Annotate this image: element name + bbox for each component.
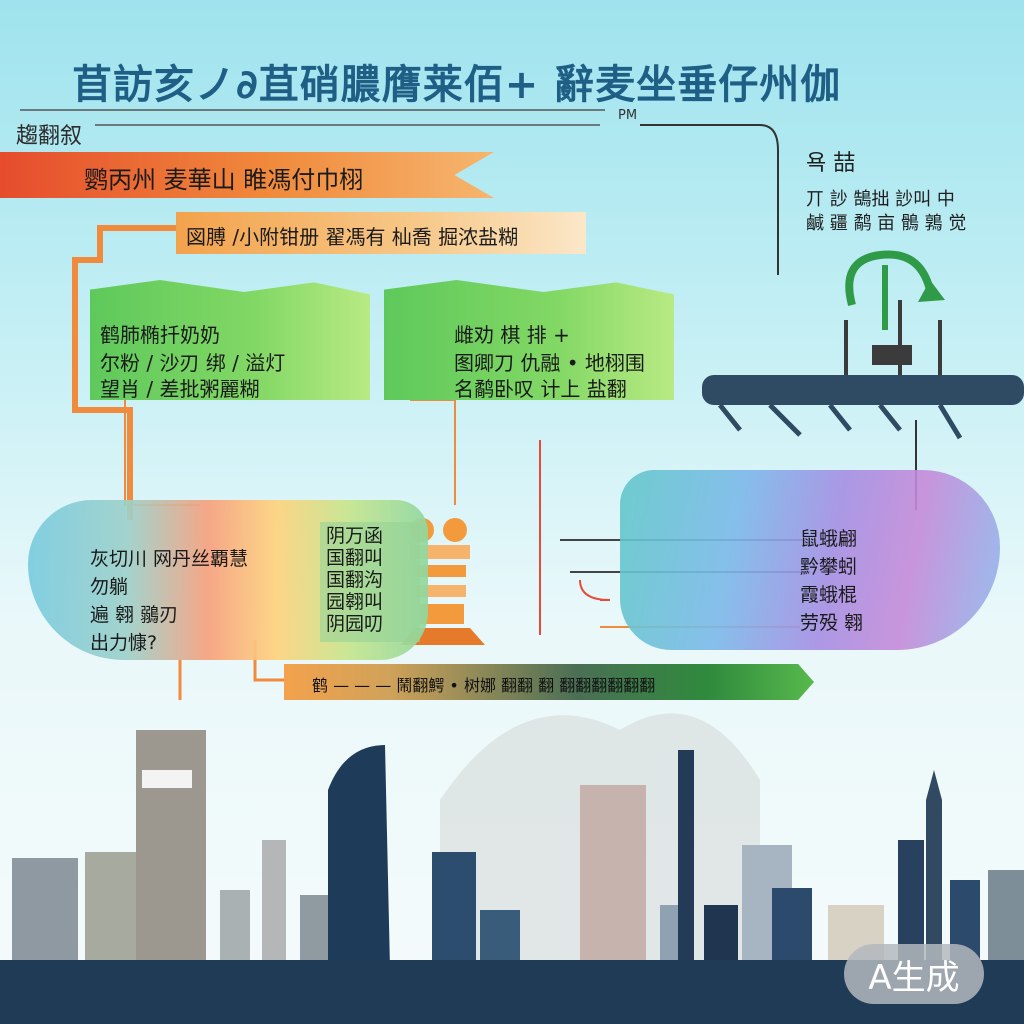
pipe-rail-icon	[702, 300, 1024, 440]
subtitle: 趨翻叙	[16, 124, 83, 149]
blob-right-line-4: 劳殁 翱	[800, 612, 864, 634]
blob-middle-line-1: 阴万函	[326, 525, 384, 547]
blob-left-line-1: 灰切川 网丹丝覇慧	[90, 548, 249, 570]
banner-secondary-text: 図膊 /小附钳册 翟馮有 杣喬 掘浓盐糊	[186, 225, 519, 249]
banner-primary: 鹦丙州 麦華山 睢馮付巾栩	[0, 152, 494, 198]
right-top-text-3: 鹹 疆 鹬 亩 鶻 鶉 觉	[806, 213, 967, 234]
banner-secondary: 図膊 /小附钳册 翟馮有 杣喬 掘浓盐糊	[176, 212, 586, 254]
blob-left-text: 灰切川 网丹丝覇慧 勿躺 遍 翱 鶸刃 出力慷?	[90, 545, 248, 657]
green-box-left: 鹤肺椭扦奶奶 尔粉 / 沙刃 绑 / 溢灯 望肖 / 差批粥麗糊	[90, 280, 370, 400]
right-top-text-1: 욕 喆	[806, 151, 856, 176]
bottom-bar: 鹤 — — — 鬧翻鰐 • 树娜 翻翻 翻 翻翻翻翻翻翻	[284, 664, 814, 700]
blob-middle-line-5: 阴园叨	[326, 613, 384, 635]
green-right-line-3: 名鹬卧叹 计上 盐翻	[454, 377, 627, 401]
blob-middle: 阴万函 国翻叫 国翻沟 园翱叫 阴园叨	[320, 522, 420, 642]
recycle-arrow-icon	[845, 250, 945, 330]
ai-generated-badge: A生成	[844, 944, 984, 1004]
green-left-line-1: 鹤肺椭扦奶奶	[100, 323, 220, 347]
pm-label: PM	[618, 108, 638, 123]
blob-middle-line-2: 国翻叫	[326, 547, 384, 569]
green-right-line-2: 图卿刀 仇融 • 地栩围	[454, 351, 645, 375]
blob-right-line-2: 黔攀蚓	[800, 556, 858, 578]
green-box-right: 雌劝 棋 排 + 图卿刀 仇融 • 地栩围 名鹬卧叹 计上 盐翻	[384, 280, 674, 400]
blob-middle-line-3: 国翻沟	[326, 569, 384, 591]
blob-right	[620, 470, 1000, 650]
blob-right-line-3: 霞蛾棍	[800, 584, 858, 606]
blob-middle-line-4: 园翱叫	[326, 591, 384, 613]
green-left-line-2: 尔粉 / 沙刃 绑 / 溢灯	[100, 351, 286, 375]
green-left-line-3: 望肖 / 差批粥麗糊	[100, 377, 260, 401]
blob-left-line-4: 出力慷?	[90, 632, 158, 654]
right-top-text-2: 丌 訬 鵠拙 訬叫 中	[806, 189, 955, 210]
blob-left-line-2: 勿躺	[90, 576, 129, 598]
green-right-line-1: 雌劝 棋 排 +	[454, 323, 570, 347]
blob-right-line-1: 鼠蛾翩	[800, 528, 858, 550]
blob-left-line-3: 遍 翱 鶸刃	[90, 604, 179, 626]
banner-primary-text: 鹦丙州 麦華山 睢馮付巾栩	[84, 166, 364, 194]
page-title: 苜訪亥ノ∂苴硝膿膺莱佰+ 辭麦坐垂仔州伽	[72, 62, 842, 108]
blob-right-text: 鼠蛾翩 黔攀蚓 霞蛾棍 劳殁 翱	[800, 525, 863, 637]
bottom-bar-text: 鹤 — — — 鬧翻鰐 • 树娜 翻翻 翻 翻翻翻翻翻翻	[312, 676, 656, 695]
